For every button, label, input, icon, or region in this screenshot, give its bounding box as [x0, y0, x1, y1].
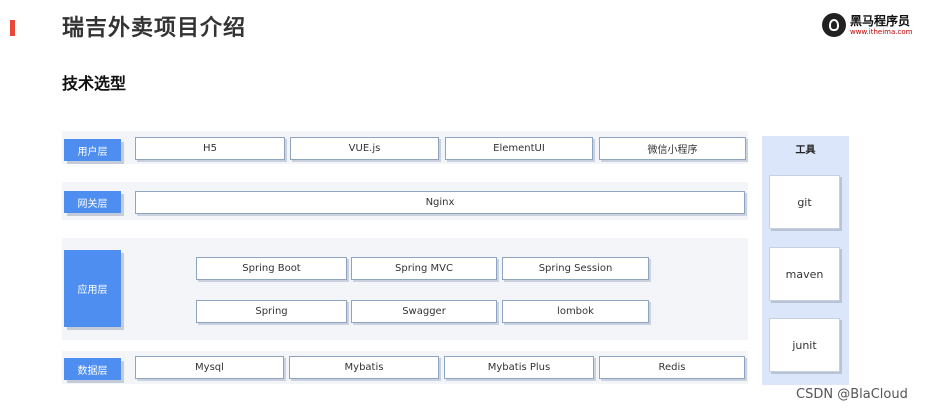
app-layer-band	[62, 238, 748, 340]
tech-cell-nginx: Nginx	[135, 191, 745, 214]
app-layer-label: 应用层	[64, 250, 121, 327]
horse-logo-icon	[822, 13, 846, 37]
logo-url-text: www.itheima.com	[850, 28, 913, 36]
tech-cell-mybatis: Mybatis	[289, 356, 439, 379]
accent-bar	[10, 20, 15, 36]
tech-cell-h5: H5	[135, 137, 285, 160]
tech-cell-mybatis-plus: Mybatis Plus	[444, 356, 594, 379]
tech-cell-spring-session: Spring Session	[502, 257, 649, 280]
tech-cell-redis: Redis	[599, 356, 745, 379]
tech-cell-wechat-miniprogram: 微信小程序	[599, 137, 746, 160]
tech-cell-spring-mvc: Spring MVC	[351, 257, 497, 280]
tool-junit: junit	[769, 318, 840, 372]
tech-cell-swagger: Swagger	[351, 300, 497, 323]
user-layer-label: 用户层	[64, 139, 121, 161]
page-title: 瑞吉外卖项目介绍	[62, 16, 247, 41]
brand-logo: 黑马程序员 www.itheima.com	[822, 11, 918, 39]
tech-cell-elementui: ElementUI	[445, 137, 593, 160]
csdn-watermark: CSDN @BlaCloud	[796, 387, 908, 402]
section-title: 技术选型	[62, 74, 127, 93]
tools-title: 工具	[795, 145, 816, 156]
tech-cell-lombok: lombok	[502, 300, 649, 323]
tool-git: git	[769, 175, 840, 229]
tech-cell-vuejs: VUE.js	[290, 137, 439, 160]
gateway-layer-label: 网关层	[64, 191, 121, 213]
tech-cell-spring: Spring	[196, 300, 347, 323]
tech-cell-spring-boot: Spring Boot	[196, 257, 347, 280]
tool-maven: maven	[769, 247, 840, 301]
data-layer-label: 数据层	[64, 358, 121, 380]
logo-brand-text: 黑马程序员	[850, 14, 911, 28]
tech-cell-mysql: Mysql	[135, 356, 284, 379]
